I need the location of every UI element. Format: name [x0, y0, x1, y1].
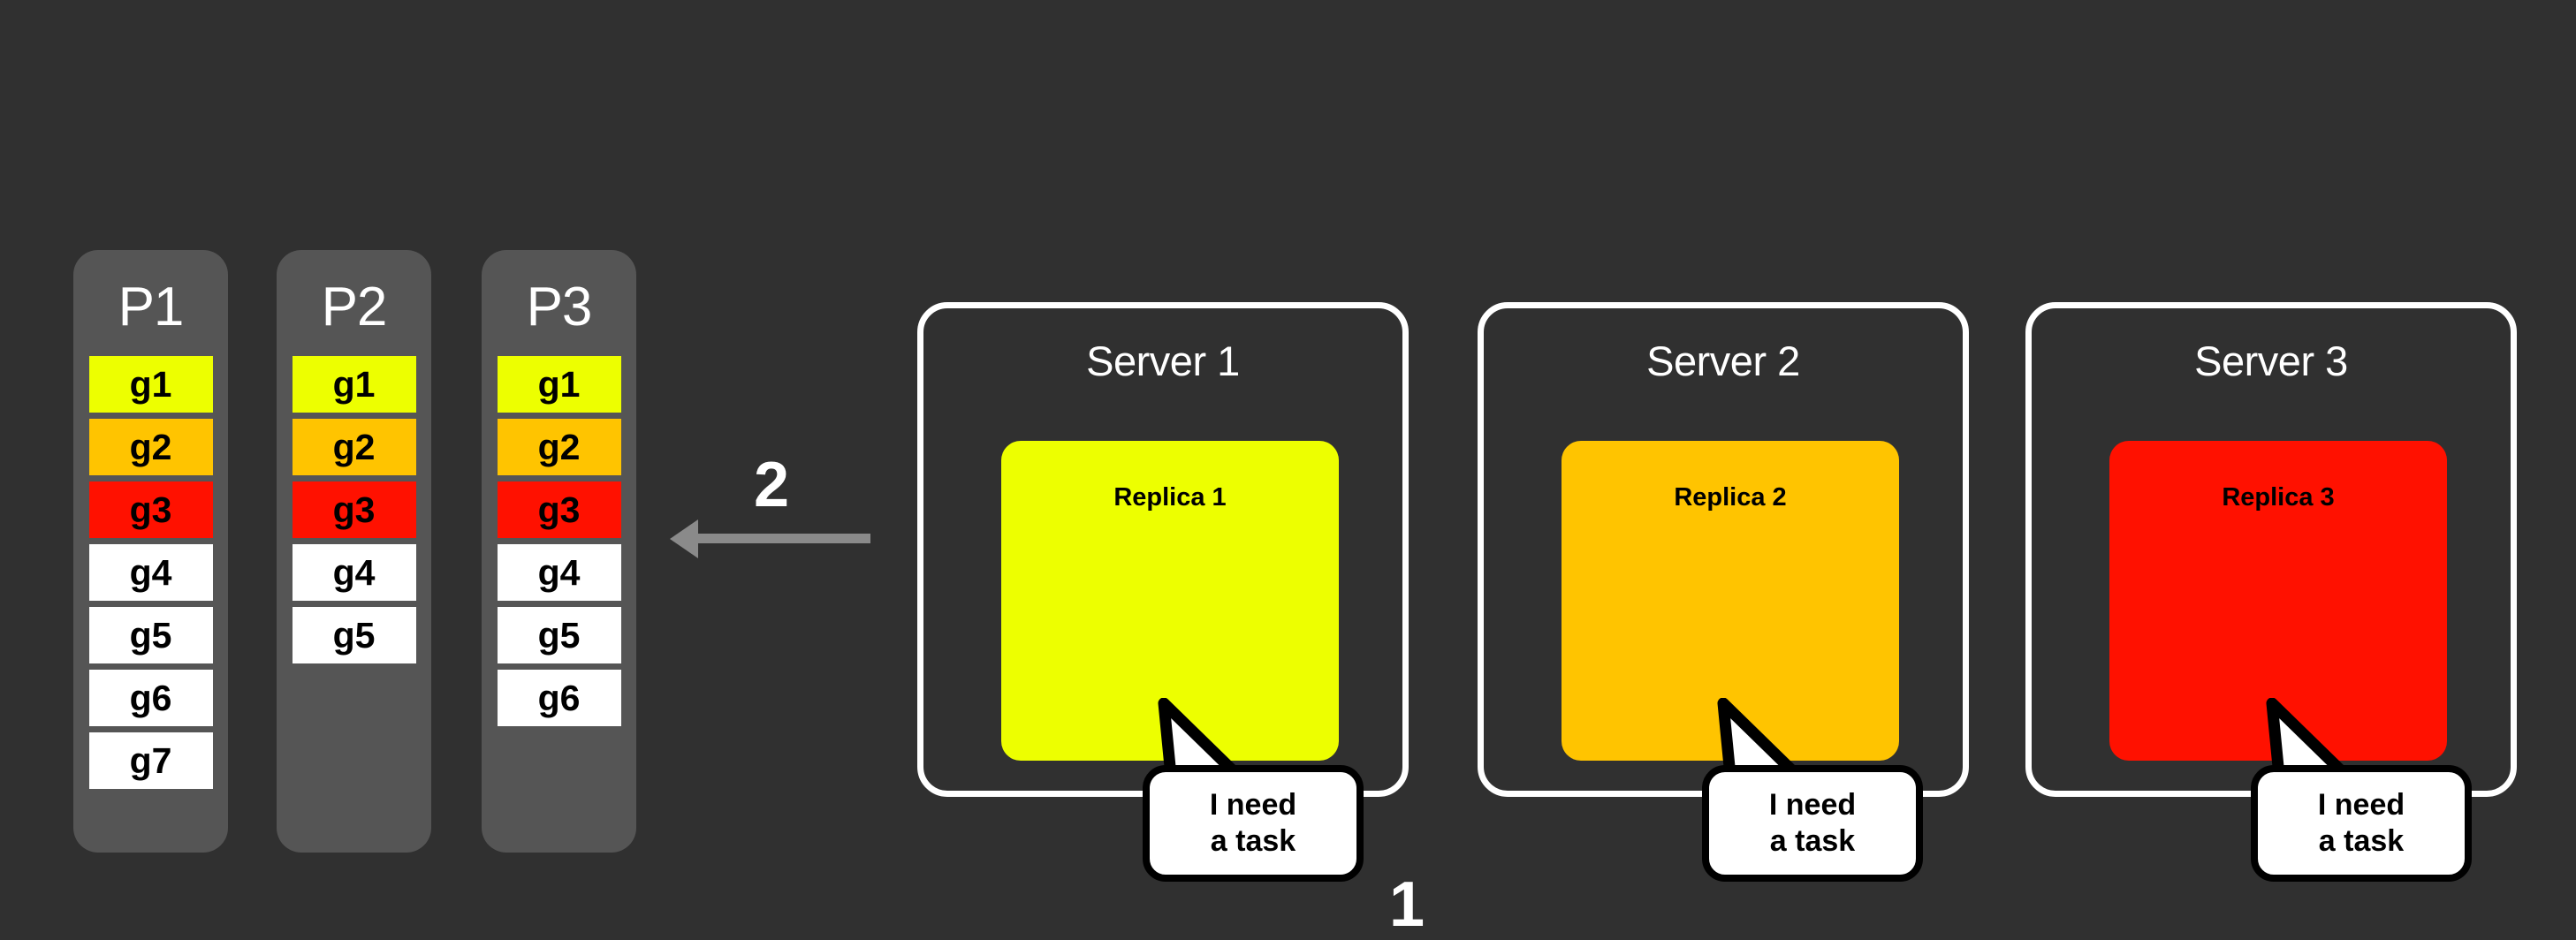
partition-slot[interactable]: g2: [292, 419, 416, 475]
partition-slot[interactable]: g4: [88, 544, 213, 601]
server-title: Server 1: [1086, 337, 1240, 384]
partition-title: P1: [118, 277, 185, 337]
bubble-line-1: I need: [2317, 787, 2405, 822]
server-title: Server 3: [2194, 337, 2348, 384]
bubble-line-2: a task: [2318, 824, 2405, 858]
partition-slot[interactable]: g5: [292, 607, 416, 663]
partition-slot[interactable]: g5: [497, 607, 621, 663]
step-label-1: 1: [1389, 869, 1425, 940]
speech-bubble-server-1: I need a task: [1143, 765, 1364, 882]
partition-slot[interactable]: g6: [88, 670, 213, 726]
replica-label: Replica 2: [1674, 483, 1787, 512]
partition-slot[interactable]: g1: [88, 356, 213, 413]
replica-label: Replica 1: [1113, 483, 1227, 512]
partition-slot-list: g1 g2 g3 g4 g5 g6 g7: [73, 356, 228, 789]
arrow-shaft: [698, 534, 870, 543]
partition-slot[interactable]: g6: [497, 670, 621, 726]
step-label-2: 2: [754, 450, 790, 520]
partition-slot[interactable]: g2: [88, 419, 213, 475]
bubble-line-2: a task: [1210, 824, 1296, 858]
bubble-line-1: I need: [1768, 787, 1857, 822]
partition-slot-list: g1 g2 g3 g4 g5 g6: [482, 356, 636, 726]
partition-slot-list: g1 g2 g3 g4 g5: [277, 356, 431, 663]
partition-column-p3: P3 g1 g2 g3 g4 g5 g6: [482, 250, 636, 853]
partition-slot[interactable]: g5: [88, 607, 213, 663]
partition-column-p1: P1 g1 g2 g3 g4 g5 g6 g7: [73, 250, 228, 853]
bubble-line-1: I need: [1209, 787, 1297, 822]
server-box-1: Server 1 Replica 1: [917, 302, 1409, 797]
replica-label: Replica 3: [2222, 483, 2335, 512]
partition-slot[interactable]: g4: [292, 544, 416, 601]
arrow-head-left-icon: [670, 519, 698, 558]
partition-column-p2: P2 g1 g2 g3 g4 g5: [277, 250, 431, 853]
partition-slot[interactable]: g7: [88, 732, 213, 789]
bubble-line-2: a task: [1769, 824, 1856, 858]
partition-slot[interactable]: g1: [497, 356, 621, 413]
partition-slot[interactable]: g4: [497, 544, 621, 601]
partition-slot[interactable]: g1: [292, 356, 416, 413]
partition-slot[interactable]: g3: [292, 481, 416, 538]
speech-bubble-server-3: I need a task: [2251, 765, 2472, 882]
partition-slot[interactable]: g3: [88, 481, 213, 538]
speech-bubble-server-2: I need a task: [1702, 765, 1923, 882]
partition-title: P3: [526, 277, 593, 337]
partition-slot[interactable]: g3: [497, 481, 621, 538]
partition-title: P2: [321, 277, 388, 337]
partition-slot[interactable]: g2: [497, 419, 621, 475]
server-title: Server 2: [1646, 337, 1800, 384]
